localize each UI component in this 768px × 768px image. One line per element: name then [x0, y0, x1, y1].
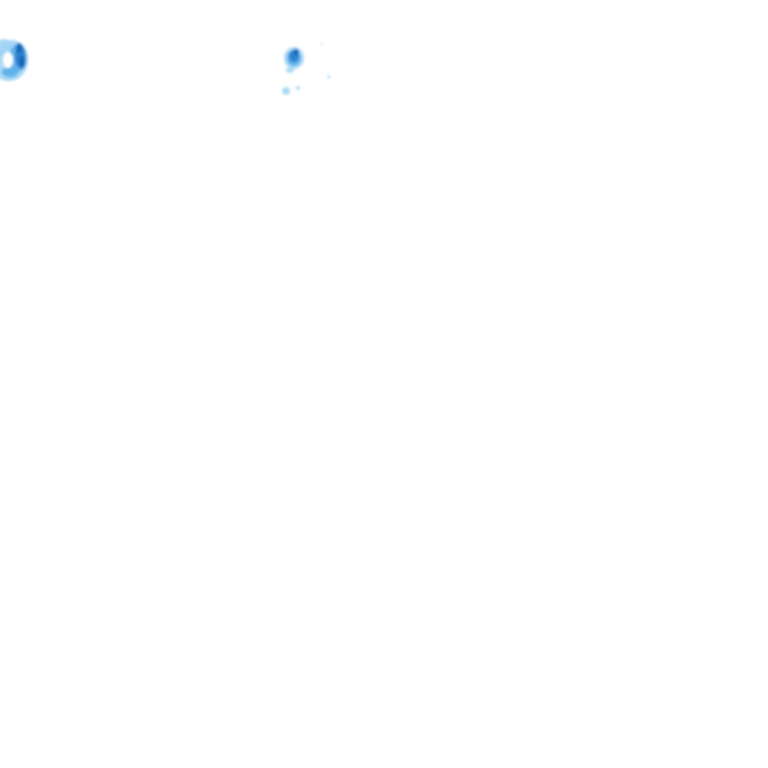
echo-light [321, 43, 323, 45]
echo-intense [293, 49, 299, 55]
echo-light [296, 86, 300, 90]
echo-medium [2, 67, 18, 77]
echo-intense [16, 43, 22, 53]
radar-echo-west [0, 39, 28, 81]
radar-echo-central [282, 43, 331, 95]
echo-light [282, 87, 290, 95]
echo-light [286, 67, 294, 73]
echo-gap [3, 52, 13, 68]
echo-light [327, 75, 331, 79]
echo-intense [19, 56, 25, 68]
